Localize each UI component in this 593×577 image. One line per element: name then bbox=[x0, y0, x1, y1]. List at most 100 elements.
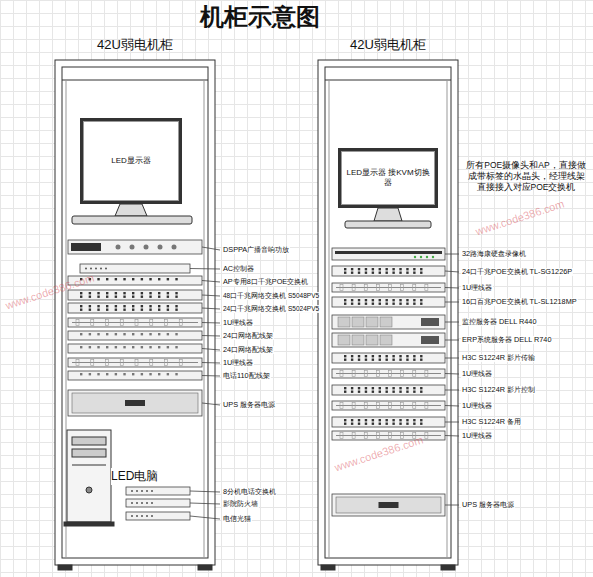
ring bbox=[340, 285, 343, 291]
rack-unit bbox=[68, 331, 202, 340]
rack-unit bbox=[332, 283, 445, 292]
device-label: 8分机电话交换机 bbox=[222, 488, 277, 496]
drive-bay bbox=[366, 317, 378, 327]
port bbox=[115, 346, 117, 348]
port bbox=[141, 305, 143, 307]
device-label: 监控服务器 DELL R440 bbox=[461, 318, 537, 326]
port bbox=[97, 373, 99, 375]
leader-line bbox=[202, 308, 220, 309]
port bbox=[167, 305, 169, 307]
ring bbox=[401, 403, 404, 409]
port bbox=[158, 373, 160, 375]
port bbox=[351, 391, 353, 393]
ring bbox=[376, 403, 379, 409]
device-label: 24口网络配线架 bbox=[222, 346, 274, 354]
ring bbox=[340, 433, 343, 439]
rack-unit bbox=[68, 240, 202, 254]
device-label: DSPPA广播音响功放 bbox=[222, 246, 290, 254]
port bbox=[365, 359, 367, 361]
port bbox=[158, 305, 160, 307]
port bbox=[358, 355, 360, 357]
port bbox=[372, 355, 374, 357]
port bbox=[365, 272, 367, 274]
band bbox=[335, 251, 442, 254]
ring bbox=[340, 371, 343, 377]
port bbox=[386, 387, 388, 389]
port bbox=[420, 268, 422, 270]
port bbox=[413, 359, 415, 361]
port bbox=[406, 355, 408, 357]
device-label: 1U理线器 bbox=[461, 370, 493, 378]
port bbox=[351, 423, 353, 425]
rack-unit bbox=[68, 290, 202, 300]
panel bbox=[72, 393, 198, 413]
rack-unit bbox=[332, 417, 445, 427]
ring bbox=[352, 403, 355, 409]
port bbox=[420, 419, 422, 421]
led bbox=[141, 502, 143, 504]
ring bbox=[135, 360, 138, 366]
port bbox=[351, 359, 353, 361]
port bbox=[351, 387, 353, 389]
leader-line bbox=[445, 505, 459, 506]
led bbox=[131, 515, 133, 517]
port bbox=[399, 423, 401, 425]
port bbox=[413, 268, 415, 270]
rack-unit bbox=[332, 385, 445, 395]
port bbox=[379, 268, 381, 270]
port bbox=[358, 272, 360, 274]
port bbox=[115, 333, 117, 335]
port bbox=[80, 296, 82, 298]
note-text: 所有POE摄像头和AP，直接做成带标签的水晶头，经理线架直接接入对应POE交换机 bbox=[464, 160, 588, 193]
port bbox=[379, 419, 381, 421]
port bbox=[115, 292, 117, 294]
drive-bay bbox=[380, 317, 392, 327]
port bbox=[115, 278, 117, 280]
device-label: 电话110配线架 bbox=[222, 372, 271, 380]
port bbox=[123, 296, 125, 298]
port bbox=[399, 268, 401, 270]
device-label: 16口百兆POE交换机 TL-SL1218MP bbox=[461, 298, 578, 306]
port bbox=[392, 387, 394, 389]
port bbox=[379, 299, 381, 301]
port bbox=[97, 333, 99, 335]
port bbox=[106, 292, 108, 294]
device-label: UPS 服务器电源 bbox=[222, 401, 276, 409]
knob bbox=[116, 245, 121, 250]
port bbox=[175, 346, 177, 348]
port bbox=[89, 305, 91, 307]
ring bbox=[135, 320, 138, 326]
port bbox=[344, 268, 346, 270]
device-label: 24口网络配线架 bbox=[222, 332, 274, 340]
port bbox=[379, 359, 381, 361]
port bbox=[149, 305, 151, 307]
device-label: H3C S1224R 备用 bbox=[461, 418, 522, 426]
rack-unit bbox=[126, 487, 190, 495]
port bbox=[406, 299, 408, 301]
port bbox=[149, 333, 151, 335]
port bbox=[175, 373, 177, 375]
drive-bay bbox=[366, 335, 378, 345]
port bbox=[392, 303, 394, 305]
device-label: 24口千兆网络交换机 S5024PV5 bbox=[222, 305, 320, 312]
port bbox=[344, 272, 346, 274]
port bbox=[132, 373, 134, 375]
device-label: 1U理线器 bbox=[461, 432, 493, 440]
port bbox=[351, 299, 353, 301]
port bbox=[358, 419, 360, 421]
port bbox=[123, 305, 125, 307]
led bbox=[100, 268, 102, 270]
led-computer: LED电脑 bbox=[65, 428, 165, 526]
port bbox=[399, 303, 401, 305]
port bbox=[399, 387, 401, 389]
port bbox=[379, 391, 381, 393]
port bbox=[420, 391, 422, 393]
device-label: H3C S1224R 影片控制 bbox=[461, 386, 536, 394]
port bbox=[344, 387, 346, 389]
knob bbox=[130, 245, 135, 250]
drive-bay bbox=[352, 335, 364, 345]
port bbox=[141, 373, 143, 375]
drive-bay bbox=[352, 317, 364, 327]
port bbox=[386, 355, 388, 357]
port bbox=[372, 359, 374, 361]
